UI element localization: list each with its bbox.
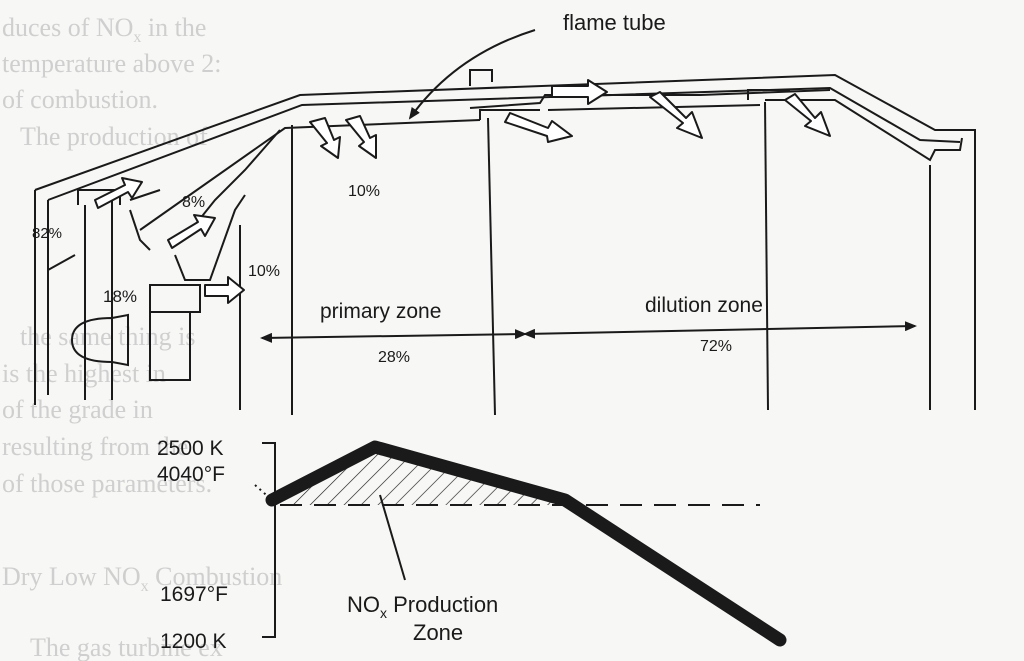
dilution-pct-label: 72% <box>700 338 732 355</box>
airflow-arrow-icon <box>167 214 216 249</box>
temperature-profile <box>265 440 787 647</box>
bg-text-line: duces of NOx in the <box>2 13 206 46</box>
airflow-arrow-icon <box>345 115 377 159</box>
dome-lip <box>194 129 281 226</box>
pct-8-label: 8% <box>182 194 205 211</box>
nox-label-line1: NOx Production <box>347 592 498 621</box>
flame-tube-label: flame tube <box>563 10 666 35</box>
pct-10-top-label: 10% <box>348 183 380 200</box>
pct-10-side-label: 10% <box>248 263 280 280</box>
liner-step <box>479 109 540 120</box>
airflow-arrow-icon <box>504 112 573 143</box>
bg-text-line: of the grade in <box>2 395 153 424</box>
flame-tube-pointer <box>408 29 536 120</box>
nox-production-zone <box>272 447 560 505</box>
liner-segment-2 <box>765 99 963 162</box>
nox-leader-line <box>379 494 406 581</box>
temperature-axis <box>262 442 276 638</box>
airflow-arrow-icon <box>649 91 703 139</box>
bg-text-line: temperature above 2: <box>2 49 221 78</box>
injector-head <box>149 284 201 313</box>
pct-18-label: 18% <box>103 287 137 306</box>
axis-bottom-k-label: 1200 K <box>160 630 227 653</box>
bg-text-line: The production of <box>20 122 208 151</box>
casing-tab-2 <box>747 89 790 100</box>
primary-zone-label: primary zone <box>320 300 441 323</box>
fuel-injector-body <box>84 200 113 400</box>
axis-mid-f-label: 1697°F <box>160 583 228 606</box>
temperature-curve <box>265 440 787 647</box>
airflow-arrow-icon <box>309 117 341 159</box>
bg-text-line: of those parameters. <box>2 469 212 498</box>
dilution-zone-label: dilution zone <box>645 294 763 317</box>
primary-zone-arrow <box>260 329 527 343</box>
swirler-left <box>129 189 161 251</box>
injector-cap <box>77 189 121 205</box>
injector-nose-ring <box>111 313 129 367</box>
casing-tab <box>469 69 493 86</box>
injector-stem <box>149 312 191 381</box>
airflow-arrow-icon <box>784 93 831 137</box>
bg-text-line: Dry Low NOx Combustion <box>2 562 282 595</box>
bg-text-line: The gas turbine ex <box>30 633 223 661</box>
background-page-text: duces of NOx in the temperature above 2:… <box>2 13 282 661</box>
outer-casing-inner <box>47 86 961 201</box>
pct-82-label: 82% <box>32 225 62 242</box>
bg-text-line: the same thing is <box>20 322 195 351</box>
nox-label-line2: Zone <box>413 620 463 645</box>
combustor-structure <box>34 29 976 638</box>
flame-tube-liner-dilution <box>469 89 831 109</box>
axis-top-f-label: 4040°F <box>157 463 225 486</box>
airflow-arrow-icon <box>94 177 143 209</box>
bg-text-line: of combustion. <box>2 85 158 114</box>
bg-text-line: is the highest in <box>2 359 166 388</box>
left-casing-wall <box>34 190 76 405</box>
diagram-labels: flame tube 82% 18% 8% 10% 10% primary zo… <box>32 10 763 653</box>
airflow-arrow-icon <box>551 79 608 105</box>
flame-tube-liner <box>139 119 481 231</box>
dilution-zone-line <box>764 101 769 411</box>
airflow-arrow-icon <box>204 276 245 304</box>
primary-pct-label: 28% <box>378 349 410 366</box>
dilution-zone-arrow <box>523 321 917 339</box>
liner-segment <box>547 104 761 111</box>
axis-top-k-label: 2500 K <box>157 437 224 460</box>
airflow-arrows <box>94 79 831 304</box>
injector-nose <box>70 317 113 364</box>
swirler-cone <box>174 194 246 281</box>
bg-text-line: resulting from the <box>2 432 188 461</box>
zone-boundary-line <box>487 117 496 416</box>
outer-casing <box>34 73 976 191</box>
